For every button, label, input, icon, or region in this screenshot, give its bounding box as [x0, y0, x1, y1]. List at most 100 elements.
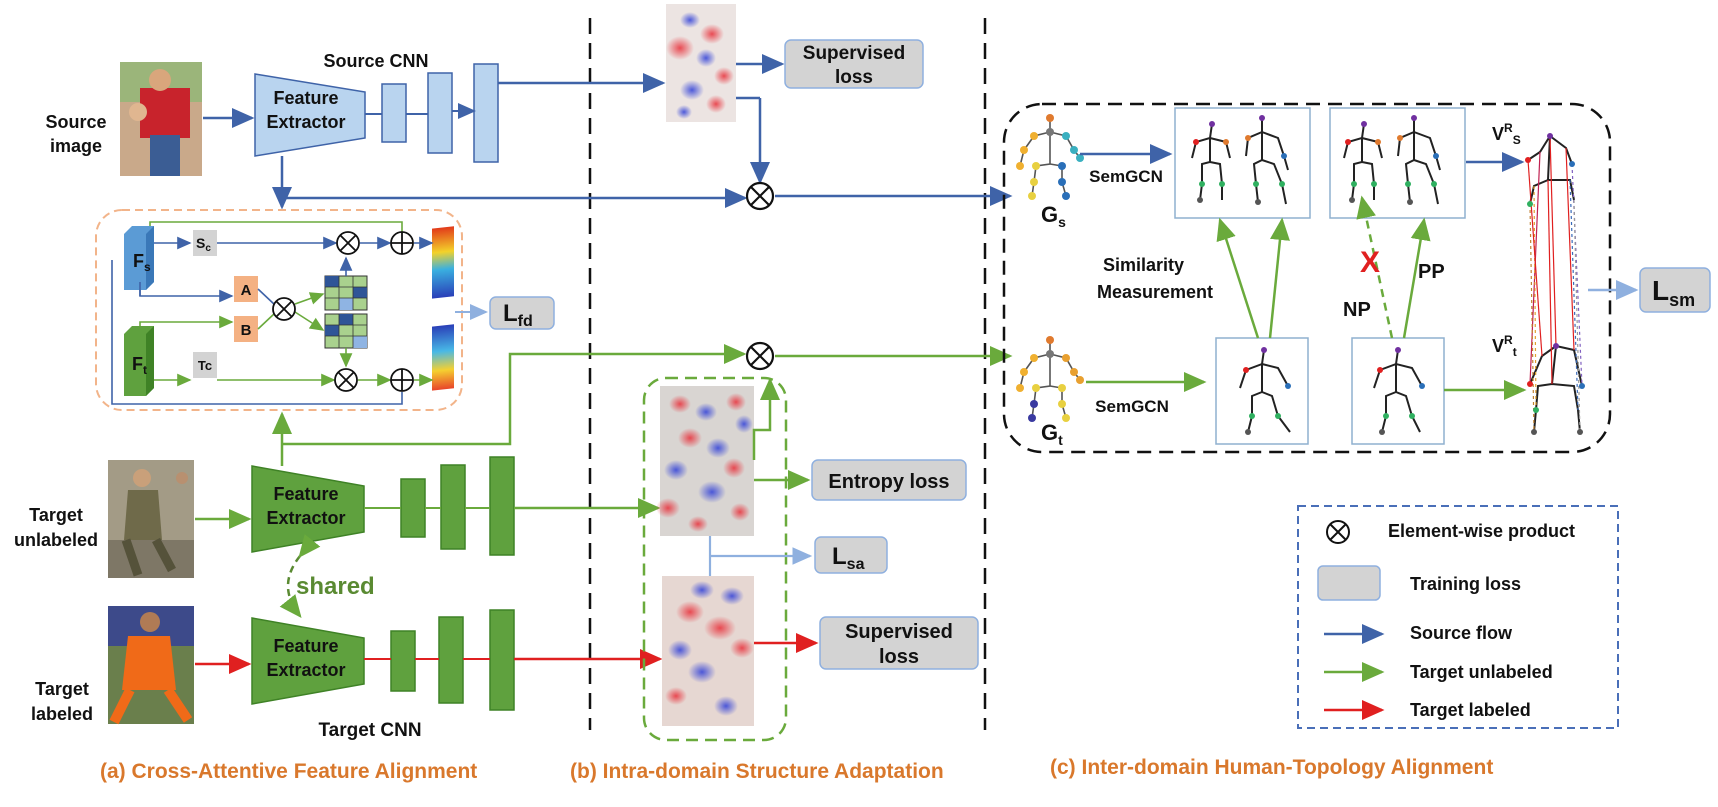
target-unlabeled-cnn-layer-1 — [400, 478, 426, 538]
oplus-bottom — [390, 368, 414, 392]
legend-label-0: Element-wise product — [1388, 521, 1575, 541]
source-cnn-layer-2 — [427, 72, 453, 154]
shared-weights-arrow — [279, 534, 321, 618]
entropy-loss-label: Entropy loss — [828, 471, 949, 493]
otimes-ab — [272, 297, 296, 321]
a-label: A — [241, 282, 252, 299]
target-unlabeled-label-2: unlabeled — [14, 530, 98, 550]
vrs-label: VRS — [1492, 121, 1521, 147]
cross-mark: X — [1360, 246, 1380, 279]
tc-block — [193, 352, 217, 378]
target-labeled-label-2: labeled — [31, 704, 93, 724]
target-labeled-label-1: Target — [35, 679, 89, 699]
graph-gt-nodes — [1016, 336, 1084, 422]
supervised-loss-bottom-label-2: loss — [879, 646, 919, 668]
ft-label: Ft — [132, 354, 147, 377]
target-unlabeled-label-1: Target — [29, 505, 83, 525]
fs-label: Fs — [133, 251, 151, 274]
lsa-loss-box — [814, 536, 888, 574]
lsm-loss-box — [1639, 267, 1711, 313]
a-block — [234, 276, 258, 302]
similarity-label-2: Measurement — [1097, 282, 1213, 302]
panel-a-caption: (a) Cross-Attentive Feature Alignment — [100, 760, 477, 783]
legend-label-1: Training loss — [1410, 574, 1521, 594]
lfd-label: Lfd — [503, 300, 533, 330]
target-labeled-cnn-layer-1 — [390, 630, 416, 692]
source-cnn-label: Source CNN — [323, 51, 428, 71]
sc-block — [193, 230, 217, 256]
supervised-loss-top-label-1: Supervised — [803, 43, 905, 64]
shared-label: shared — [296, 573, 375, 600]
legend-label-3: Target unlabeled — [1410, 662, 1553, 682]
source-image-label-1: Source — [45, 112, 106, 132]
source-feature-extractor — [254, 73, 366, 157]
target-unlabeled-heatmap — [656, 386, 754, 536]
b-block — [234, 316, 258, 342]
supervised-loss-top-label-2: loss — [835, 67, 873, 88]
tc-label: Tc — [198, 358, 212, 373]
target-unlabeled-feature-extractor — [251, 465, 365, 553]
semgcn-bottom-label: SemGCN — [1095, 397, 1169, 416]
legend-loss-box — [1317, 565, 1381, 601]
similarity-label-1: Similarity — [1103, 255, 1184, 275]
target-labeled-image — [108, 606, 194, 725]
supervised-loss-top — [784, 39, 924, 89]
otimes-target — [745, 341, 775, 371]
source-heatmap — [666, 4, 736, 122]
intra-domain-module — [642, 376, 788, 742]
legend-label-4: Target labeled — [1410, 700, 1531, 720]
target-unlabeled-extractor-label-2: Extractor — [266, 508, 345, 528]
lfd-loss-box — [489, 296, 555, 330]
target-labeled-extractor-label-1: Feature — [273, 636, 338, 656]
source-skeleton-box-1 — [1174, 107, 1311, 219]
entropy-loss-box — [811, 459, 967, 501]
ft-feature-block — [124, 326, 154, 396]
target-unlabeled-cnn-layer-2 — [440, 464, 466, 550]
attention-matrix-top — [324, 275, 368, 311]
lsm-label: Lsm — [1652, 275, 1695, 310]
pp-label: PP — [1418, 261, 1445, 283]
target-skeleton-1 — [1239, 349, 1291, 433]
source-image-label-2: image — [50, 136, 102, 156]
otimes-source — [745, 181, 775, 211]
gs-label: Gs — [1041, 202, 1066, 230]
fused-heatmap-top — [432, 226, 454, 299]
source-extractor-label-1: Feature — [273, 88, 338, 108]
target-unlabeled-extractor-label-1: Feature — [273, 484, 338, 504]
panel-b-caption: (b) Intra-domain Structure Adaptation — [570, 760, 944, 783]
source-image — [120, 62, 202, 176]
legend-label-2: Source flow — [1410, 623, 1513, 643]
fs-feature-block — [124, 226, 154, 290]
panel-c-caption: (c) Inter-domain Human-Topology Alignmen… — [1050, 756, 1493, 779]
source-cnn-layer-3 — [473, 63, 499, 163]
np-label: NP — [1343, 299, 1371, 321]
target-labeled-extractor-label-2: Extractor — [266, 660, 345, 680]
lsa-label: Lsa — [832, 543, 865, 573]
gt-label: Gt — [1041, 420, 1063, 448]
target-labeled-cnn-layer-2 — [438, 616, 464, 704]
graph-gs-nodes — [1016, 114, 1084, 200]
target-labeled-cnn-layer-3 — [489, 609, 515, 711]
oplus-top — [390, 231, 414, 255]
inter-domain-module — [1002, 102, 1612, 454]
legend-box — [1297, 505, 1619, 729]
otimes-sc — [336, 231, 360, 255]
target-labeled-feature-extractor — [251, 617, 365, 705]
source-cnn-layer-1 — [381, 83, 407, 143]
target-unlabeled-cnn-layer-3 — [489, 456, 515, 556]
attention-matrix-bottom — [324, 313, 368, 349]
legend-otimes-icon — [1326, 520, 1350, 544]
b-label: B — [241, 322, 252, 339]
semgcn-top-label: SemGCN — [1089, 167, 1163, 186]
source-extractor-label-2: Extractor — [266, 112, 345, 132]
correspondence-lines — [1527, 135, 1583, 433]
sc-label: Sc — [196, 235, 211, 254]
target-skeleton-2 — [1373, 349, 1423, 433]
fused-heatmap-bottom — [432, 324, 454, 391]
supervised-loss-bottom-label-1: Supervised — [845, 621, 953, 643]
target-cnn-label: Target CNN — [318, 720, 421, 741]
target-labeled-heatmap — [662, 576, 754, 726]
vrt-label: VRt — [1492, 333, 1517, 359]
supervised-loss-bottom — [819, 616, 979, 670]
